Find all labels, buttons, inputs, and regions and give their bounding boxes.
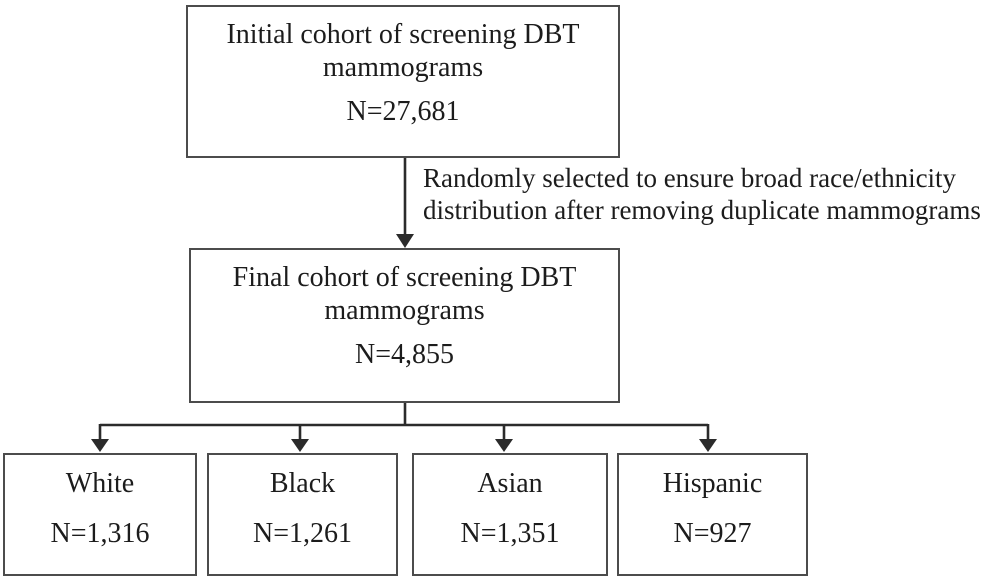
race-box-black-label: Black bbox=[269, 468, 336, 499]
final-cohort-box: Final cohort of screening DBT mammograms… bbox=[189, 248, 620, 403]
final-cohort-title: Final cohort of screening DBT mammograms bbox=[232, 262, 577, 326]
race-box-asian: Asian N=1,351 bbox=[412, 453, 608, 576]
race-box-black-count: N=1,261 bbox=[252, 518, 352, 549]
race-box-hispanic-label: Hispanic bbox=[662, 468, 763, 499]
selection-annotation-line2: distribution after removing duplicate ma… bbox=[423, 195, 981, 225]
branch-connector bbox=[91, 403, 717, 452]
arrow-to-black bbox=[291, 424, 309, 452]
initial-cohort-count: N=27,681 bbox=[346, 96, 460, 127]
race-box-hispanic-count: N=927 bbox=[673, 518, 752, 549]
arrow-head-icon bbox=[396, 234, 414, 248]
race-box-hispanic: Hispanic N=927 bbox=[617, 453, 808, 576]
arrow-to-asian bbox=[495, 424, 513, 452]
arrow-to-hispanic bbox=[699, 424, 717, 452]
race-box-white-count: N=1,316 bbox=[50, 518, 150, 549]
race-box-black: Black N=1,261 bbox=[207, 453, 398, 576]
race-box-asian-count: N=1,351 bbox=[460, 518, 560, 549]
selection-annotation-line1: Randomly selected to ensure broad race/e… bbox=[423, 163, 957, 193]
selection-annotation: Randomly selected to ensure broad race/e… bbox=[423, 162, 981, 226]
arrow-initial-to-final bbox=[396, 157, 414, 248]
arrow-head-icon bbox=[291, 439, 309, 452]
race-box-white-label: White bbox=[65, 468, 135, 499]
arrow-to-white bbox=[91, 424, 109, 452]
arrow-head-icon bbox=[91, 439, 109, 452]
arrow-head-icon bbox=[699, 439, 717, 452]
arrow-head-icon bbox=[495, 439, 513, 452]
initial-cohort-box: Initial cohort of screening DBT mammogra… bbox=[186, 5, 620, 158]
initial-cohort-title: Initial cohort of screening DBT mammogra… bbox=[226, 19, 580, 83]
final-cohort-count: N=4,855 bbox=[354, 339, 454, 370]
race-box-white: White N=1,316 bbox=[3, 453, 197, 576]
race-box-asian-label: Asian bbox=[477, 468, 543, 499]
